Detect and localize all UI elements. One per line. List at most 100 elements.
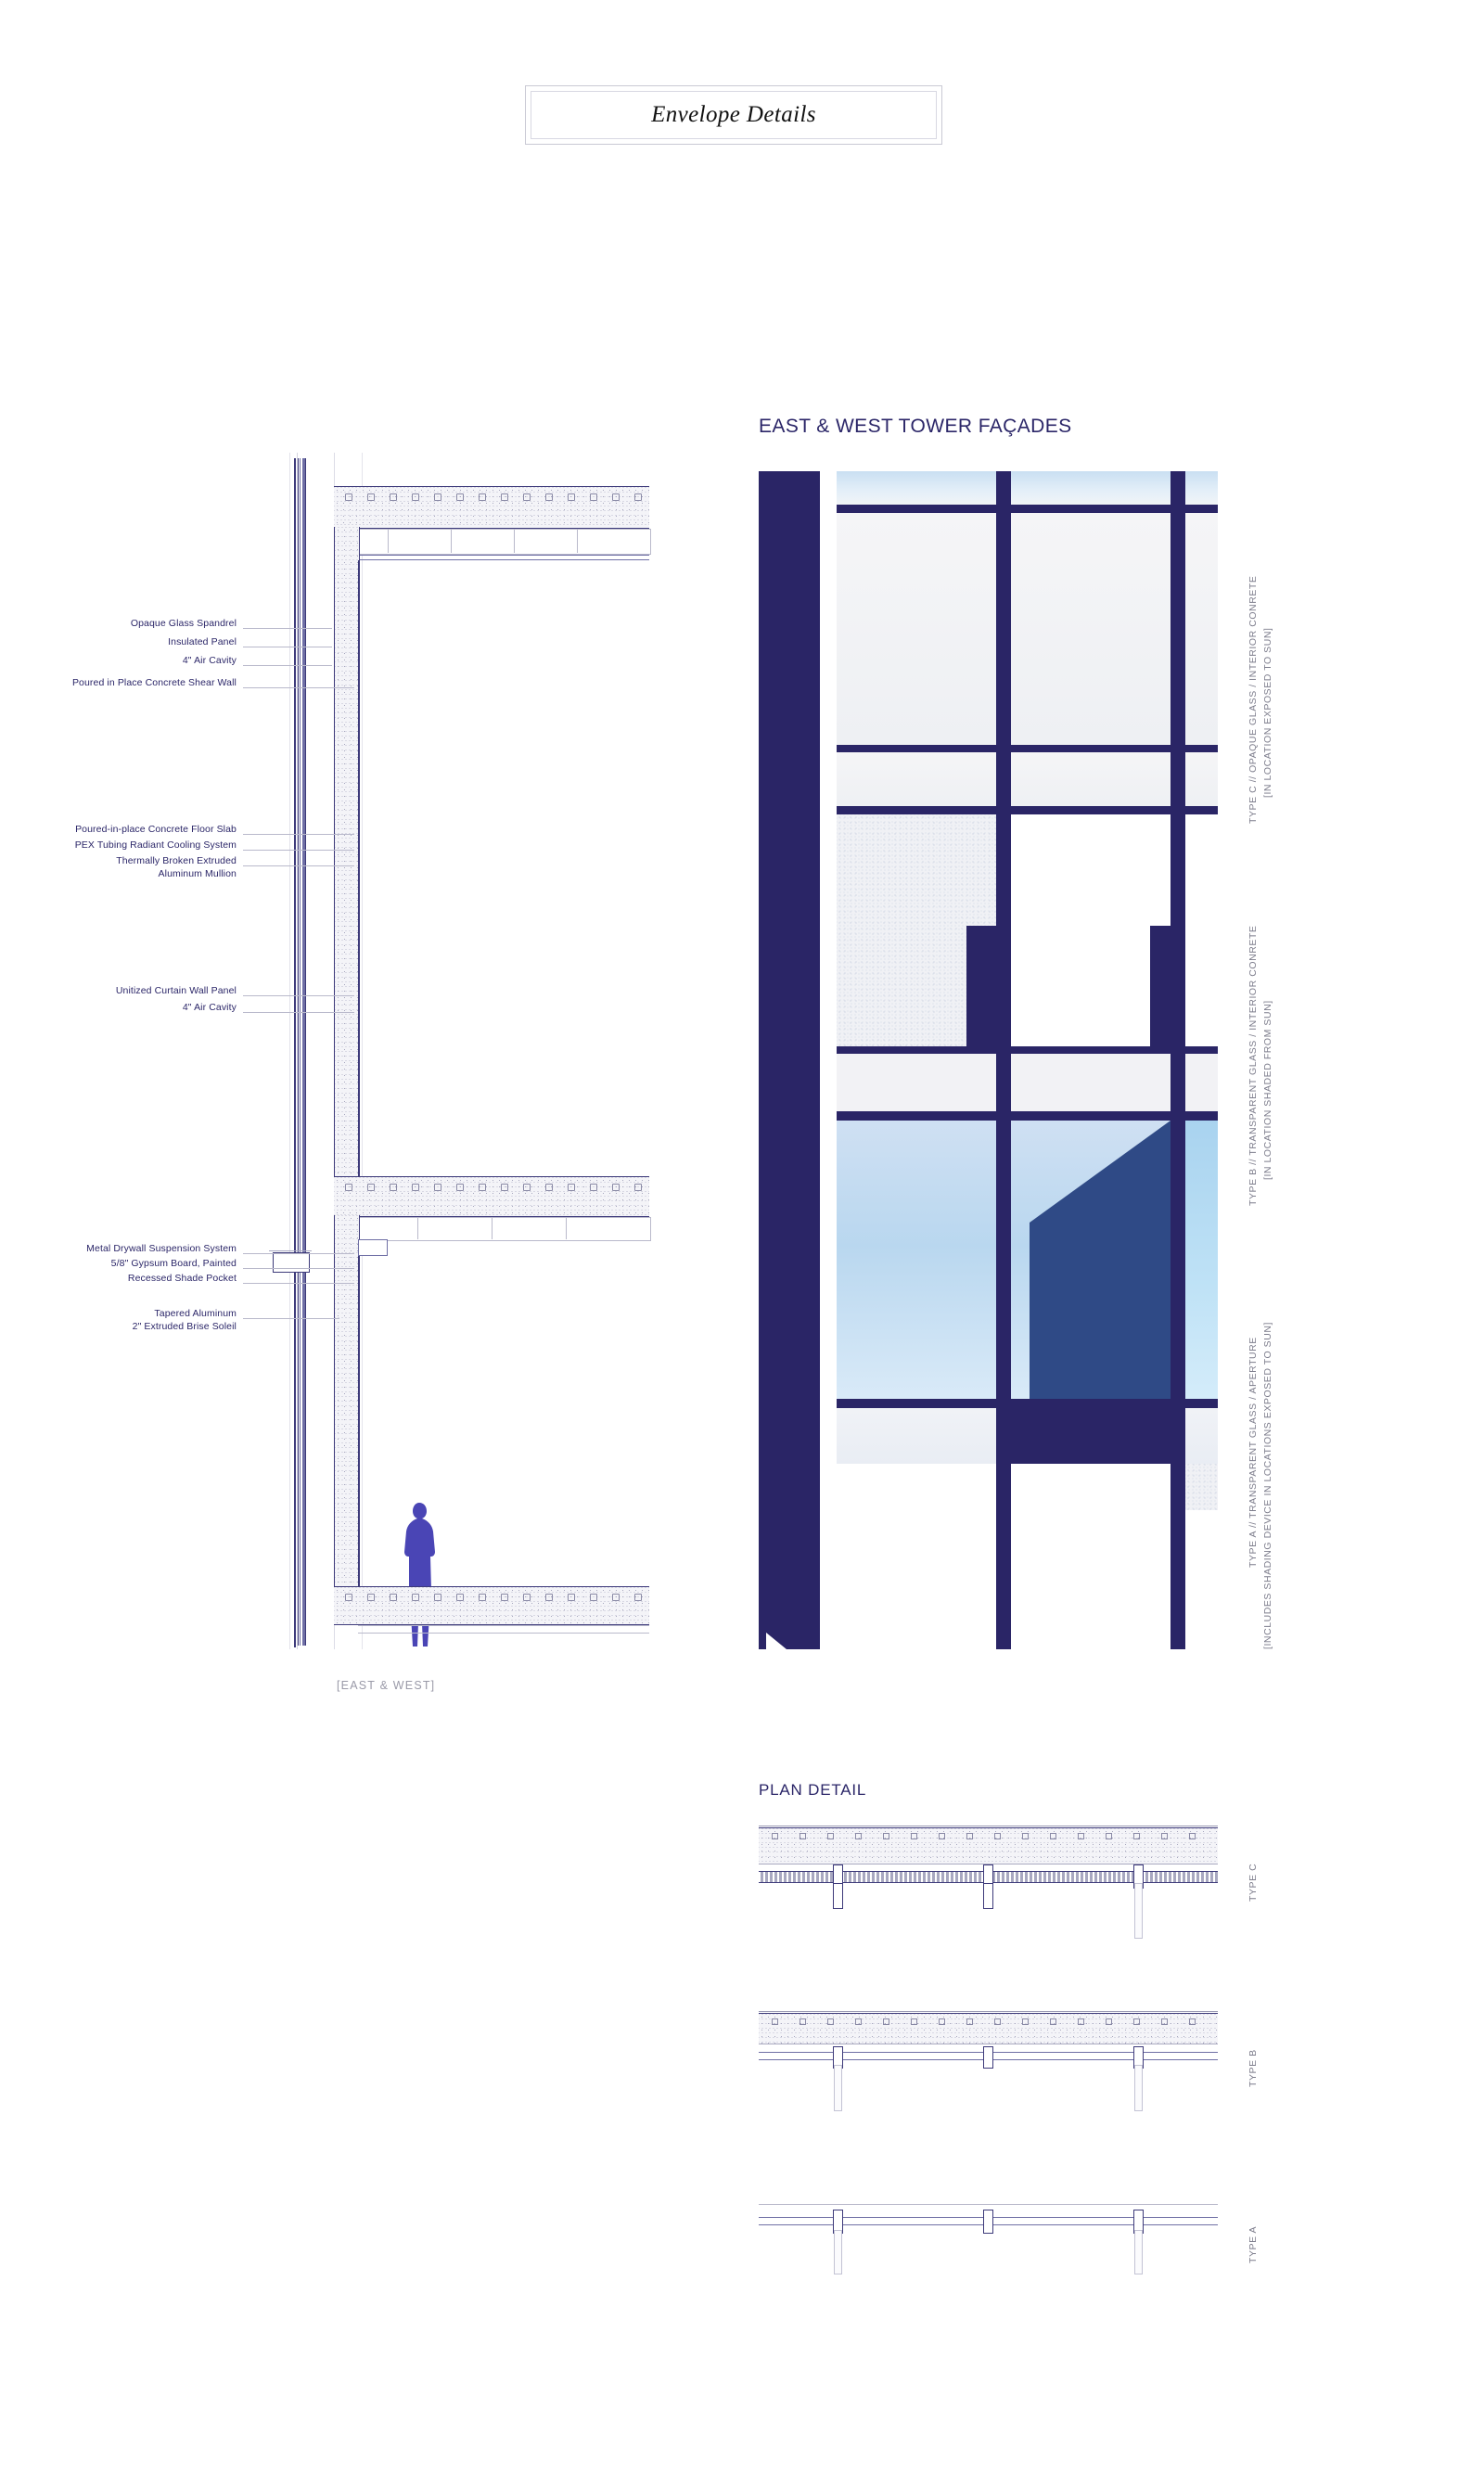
plan-type-b-label: TYPE B: [1247, 2049, 1259, 2087]
plan-detail-type-a: [759, 2197, 1218, 2308]
annotation-air-cavity-2: 4" Air Cavity: [182, 1002, 237, 1013]
spandrel-band: [837, 1399, 1218, 1408]
spandrel-band: [837, 806, 1218, 814]
annotation-concrete-floor-slab: Poured-in-place Concrete Floor Slab: [75, 824, 237, 835]
facade-elevation: [759, 471, 1218, 1649]
ceiling-panel: [358, 529, 651, 555]
slab-underside-line: [358, 1633, 649, 1634]
plan-brise-soleil-tail: [834, 2230, 842, 2274]
bay-glass-c: [837, 471, 996, 505]
annotation-gypsum-board: 5/8" Gypsum Board, Painted: [110, 1258, 237, 1269]
reference-line: [297, 453, 298, 1649]
title-plate: Envelope Details: [525, 85, 942, 145]
panel-joint: [388, 529, 389, 553]
leader-line: [243, 850, 354, 851]
brise-soleil-leader: [269, 1250, 312, 1252]
reference-line: [362, 453, 363, 1649]
spandrel-band: [837, 1111, 1218, 1121]
plan-mullion-fin: [833, 1883, 843, 1909]
plan-brise-soleil-tail: [1134, 2065, 1143, 2111]
wall-section-drawing: [269, 453, 651, 1649]
bay-opaque-c: [1011, 513, 1171, 745]
leader-line: [243, 1253, 354, 1254]
ceiling-line: [358, 555, 649, 557]
plan-mullion-fin: [983, 2046, 993, 2069]
annotation-aluminum-mullion: Thermally Broken Extruded Aluminum Mulli…: [116, 855, 237, 879]
panel-joint: [566, 1217, 567, 1239]
spandrel-band: [837, 745, 1218, 752]
interior-face-line: [358, 1239, 360, 1586]
facade-type-b-sublabel: [IN LOCATION SHADED FROM SUN]: [1262, 1000, 1273, 1180]
leader-line: [243, 995, 354, 996]
concrete-slab: [334, 1176, 649, 1217]
panel-joint: [417, 1217, 418, 1239]
ceiling-line: [358, 559, 649, 561]
bay-glass-c: [1185, 471, 1218, 505]
facade-type-a-sublabel: [INCLUDES SHADING DEVICE IN LOCATIONS EX…: [1262, 1322, 1273, 1649]
facade-type-c-sublabel: [IN LOCATION EXPOSED TO SUN]: [1262, 627, 1273, 798]
vertical-mullion: [996, 471, 1011, 1649]
concrete-shear-wall: [334, 1215, 360, 1586]
panel-joint: [514, 529, 515, 553]
concrete-slab: [334, 1586, 649, 1625]
interior-shadow: [1150, 926, 1171, 1046]
bay-opaque-c: [1185, 513, 1218, 745]
plan-detail-type-b: [759, 2011, 1218, 2132]
leader-line: [243, 628, 332, 629]
bay-aperture-a: [1185, 1121, 1218, 1399]
leader-line: [243, 1268, 354, 1269]
plan-detail-heading: PLAN DETAIL: [759, 1781, 867, 1799]
bay-spandrel-a: [1011, 1408, 1171, 1464]
bay-glass-b: [1011, 1054, 1171, 1111]
vertical-mullion: [1171, 471, 1185, 1649]
leader-line: [243, 1012, 354, 1013]
recessed-shade-pocket: [358, 1239, 388, 1256]
annotation-recessed-shade-pocket: Recessed Shade Pocket: [127, 1273, 237, 1284]
leader-line: [243, 687, 354, 688]
annotation-opaque-glass-spandrel: Opaque Glass Spandrel: [130, 618, 237, 629]
panel-joint: [451, 529, 452, 553]
bay-aperture-a: [837, 1121, 996, 1399]
plan-mullion-fin: [983, 2210, 993, 2234]
bay-transparent-b: [837, 814, 996, 1046]
plan-mullion-fin: [983, 1883, 993, 1909]
panel-joint: [577, 529, 578, 553]
annotation-pex-tubing: PEX Tubing Radiant Cooling System: [74, 839, 237, 851]
leader-line: [243, 1283, 354, 1284]
facade-section-heading: EAST & WEST TOWER FAÇADES: [759, 416, 1072, 437]
plan-type-a-label: TYPE A: [1247, 2225, 1259, 2263]
annotation-air-cavity-1: 4" Air Cavity: [182, 655, 237, 666]
annotation-brise-soleil: Tapered Aluminum 2" Extruded Brise Solei…: [132, 1308, 237, 1332]
spandrel-band: [837, 1046, 1218, 1054]
ceiling-panel: [358, 1217, 651, 1241]
plan-brise-soleil-tail: [1134, 1883, 1143, 1939]
bay-glass-c: [1011, 471, 1171, 505]
structural-pier: [759, 471, 820, 1649]
facade-type-a-label: TYPE A // TRANSPARENT GLASS / APERTURE: [1247, 1337, 1259, 1568]
human-figure-silhouette: [404, 1503, 435, 1647]
bay-opaque-c: [837, 513, 996, 745]
bay-opaque-c: [1011, 752, 1171, 806]
leader-line: [243, 1318, 339, 1319]
bay-opaque-c: [1185, 752, 1218, 806]
leader-line: [243, 834, 354, 835]
bay-glass-b: [1185, 1054, 1218, 1111]
annotation-insulated-panel: Insulated Panel: [168, 636, 237, 647]
bay-spandrel-a: [837, 1408, 996, 1464]
plan-detail-type-c: [759, 1826, 1218, 1946]
interior-shadow: [966, 926, 996, 1046]
shading-device-shadow: [1030, 1121, 1171, 1399]
annotation-unitized-curtain-wall-panel: Unitized Curtain Wall Panel: [115, 985, 237, 996]
plan-brise-soleil-tail: [834, 2065, 842, 2111]
bay-spandrel-a: [1185, 1408, 1218, 1464]
slab-underside-line: [358, 1625, 649, 1626]
aluminum-mullion: [298, 458, 306, 1646]
wall-section-caption: [EAST & WEST]: [337, 1679, 436, 1692]
brise-soleil-profile: [273, 1252, 310, 1273]
concrete-slab: [334, 486, 649, 529]
annotation-metal-drywall-suspension: Metal Drywall Suspension System: [86, 1243, 237, 1254]
plan-type-c-label: TYPE C: [1247, 1863, 1259, 1902]
bay-opaque-c: [837, 752, 996, 806]
sheet-title: Envelope Details: [651, 102, 816, 127]
facade-type-c-label: TYPE C // OPAQUE GLASS / INTERIOR CONRET…: [1247, 575, 1259, 824]
